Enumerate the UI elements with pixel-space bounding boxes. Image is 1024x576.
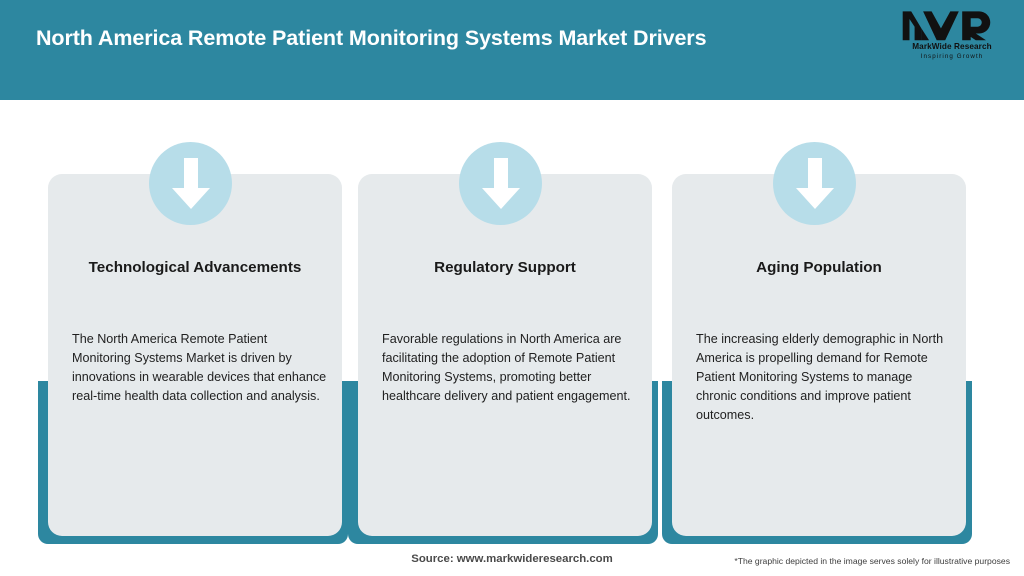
source-attribution: Source: www.markwideresearch.com bbox=[411, 553, 613, 565]
down-arrow-icon bbox=[149, 142, 232, 225]
card-panel: Aging Population The increasing elderly … bbox=[672, 174, 966, 536]
card-title: Aging Population bbox=[756, 259, 882, 276]
down-arrow-icon bbox=[773, 142, 856, 225]
card-body-text: The North America Remote Patient Monitor… bbox=[72, 332, 327, 403]
card-title: Technological Advancements bbox=[88, 259, 302, 276]
driver-card-3[interactable]: Aging Population The increasing elderly … bbox=[662, 100, 982, 576]
card-panel: Technological Advancements The North Ame… bbox=[48, 174, 342, 536]
mwr-logo-icon bbox=[900, 8, 1004, 42]
page-title: North America Remote Patient Monitoring … bbox=[36, 26, 707, 50]
card-title: Regulatory Support bbox=[434, 259, 576, 276]
card-body-text: Favorable regulations in North America a… bbox=[382, 332, 631, 403]
card-panel: Regulatory Support Favorable regulations… bbox=[358, 174, 652, 536]
down-arrow-icon bbox=[459, 142, 542, 225]
driver-card-1[interactable]: Technological Advancements The North Ame… bbox=[38, 100, 358, 576]
header-band: North America Remote Patient Monitoring … bbox=[0, 0, 1024, 100]
driver-card-2[interactable]: Regulatory Support Favorable regulations… bbox=[348, 100, 668, 576]
logo-company-name: MarkWide Research bbox=[912, 42, 992, 51]
logo-tagline: Inspiring Growth bbox=[920, 53, 984, 60]
driver-cards-container: Technological Advancements The North Ame… bbox=[0, 100, 1024, 576]
disclaimer-note: *The graphic depicted in the image serve… bbox=[734, 556, 1010, 566]
card-body-text: The increasing elderly demographic in No… bbox=[696, 332, 944, 422]
brand-logo: MarkWide Research Inspiring Growth bbox=[900, 8, 1004, 66]
